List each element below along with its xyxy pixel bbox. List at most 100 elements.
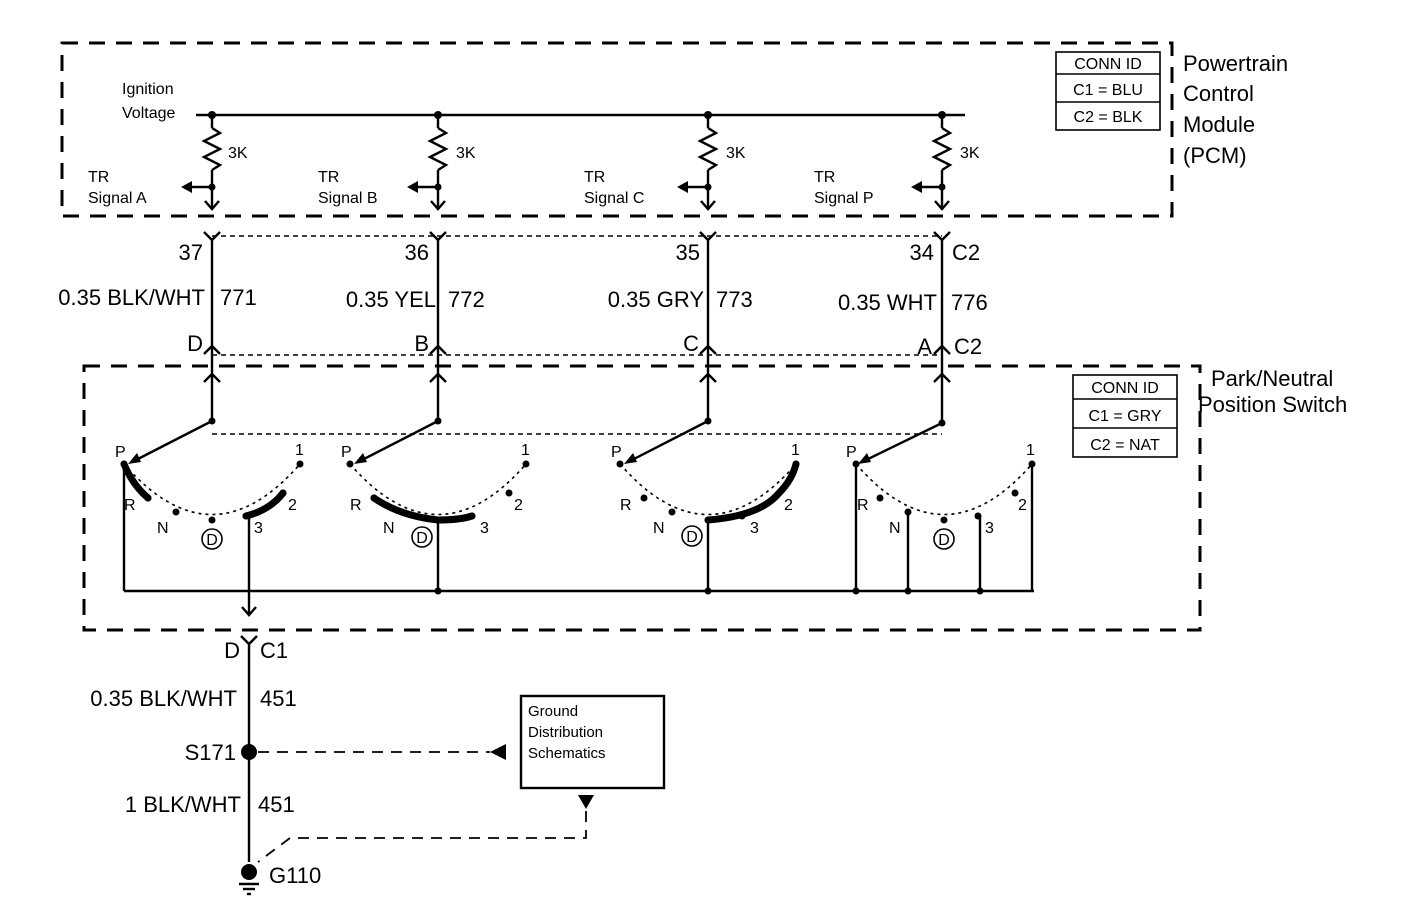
ground-g110-dot — [241, 864, 257, 880]
resistor-label-p: 3K — [960, 145, 980, 162]
resistor-label-b: 3K — [456, 145, 476, 162]
wire-color-772: 0.35 YEL — [346, 287, 436, 312]
pos-p-p: P — [846, 444, 857, 461]
wire-color-773: 0.35 GRY — [608, 287, 705, 312]
pcm-pin-34: 34 — [910, 240, 934, 265]
signal-a-label-line-1: TR — [88, 169, 109, 186]
pos-2-b: 2 — [514, 497, 523, 514]
switch-pin-c: C — [683, 331, 699, 356]
ignition-label-line-2: Voltage — [122, 105, 175, 122]
switch-conn-id-table: CONN ID C1 = GRY C2 = NAT — [1072, 374, 1178, 458]
ground-symbol-icon — [239, 882, 259, 896]
wire-color-776: 0.35 WHT — [838, 290, 937, 315]
signal-c-label-line-1: TR — [584, 169, 605, 186]
circuit-number-776: 776 — [951, 290, 988, 315]
pos-r-c: R — [620, 497, 632, 514]
pos-3-c: 3 — [750, 520, 759, 537]
pos-2-c: 2 — [784, 497, 793, 514]
pcm-pin-36: 36 — [405, 240, 429, 265]
ground-dist-line-1: Ground — [528, 703, 578, 720]
pos-r-b: R — [350, 497, 362, 514]
ground-circuit: D C1 0.35 BLK/WHT 451 S171 1 BLK/WHT 451… — [90, 635, 321, 896]
resistor-label-c: 3K — [726, 145, 746, 162]
circuit-773: 35 0.35 GRY 773 C — [608, 231, 753, 422]
ground-distribution-reference[interactable]: Ground Distribution Schematics — [257, 694, 666, 863]
pos-1-a: 1 — [295, 442, 304, 459]
ground-dist-line-2: Distribution — [528, 724, 603, 741]
pcm-connector-label: C2 — [952, 240, 980, 265]
pcm-conn-id-table: CONN ID C1 = BLU C2 = BLK — [1055, 51, 1161, 131]
switch-conn-id-row-2: C2 = NAT — [1090, 437, 1160, 454]
pos-1-b: 1 — [521, 442, 530, 459]
ground-pin-d: D — [224, 638, 240, 663]
switch-pin-b: B — [414, 331, 429, 356]
pos-3-a: 3 — [254, 520, 263, 537]
signal-b-label-line-1: TR — [318, 169, 339, 186]
splice-s171-label: S171 — [185, 740, 236, 765]
ground-wire-1: 0.35 BLK/WHT — [90, 686, 237, 711]
pcm-boundary — [60, 41, 1174, 218]
pcm-conn-id-row-2: C2 = BLK — [1074, 109, 1143, 126]
switch-title-line-1: Park/Neutral — [1211, 366, 1333, 391]
signal-p-label-line-1: TR — [814, 169, 835, 186]
ignition-label-line-1: Ignition — [122, 81, 174, 98]
pos-2-a: 2 — [288, 497, 297, 514]
pos-3-p: 3 — [985, 520, 994, 537]
circuit-776: 34 C2 0.35 WHT 776 A C2 — [838, 231, 988, 424]
ground-g110-label: G110 — [269, 863, 321, 888]
pos-p-a: P — [115, 444, 126, 461]
pcm-pin-35: 35 — [676, 240, 700, 265]
pcm-branch-p: 3K TR Signal P — [814, 111, 980, 211]
resistor-label-a: 3K — [228, 145, 248, 162]
switch-section-b: P R N D 3 2 1 — [341, 417, 530, 595]
signal-p-label-line-2: Signal P — [814, 190, 874, 207]
pcm-branch-c: 3K TR Signal C — [584, 111, 746, 211]
pcm-title-line-4: (PCM) — [1183, 143, 1247, 168]
ground-dist-line-3: Schematics — [528, 745, 606, 762]
pcm-title-line-2: Control — [1183, 81, 1254, 106]
circuit-number-772: 772 — [448, 287, 485, 312]
switch-conn-id-row-1: C1 = GRY — [1088, 408, 1161, 425]
pcm-conn-id-header: CONN ID — [1074, 56, 1142, 73]
ground-wire-2: 1 BLK/WHT — [125, 792, 241, 817]
signal-b-label-line-2: Signal B — [318, 190, 378, 207]
pcm-conn-id-row-1: C1 = BLU — [1073, 82, 1143, 99]
pos-p-c: P — [611, 444, 622, 461]
pos-n-a: N — [157, 520, 169, 537]
switch-boundary — [82, 364, 1202, 632]
switch-title-line-2: Position Switch — [1198, 392, 1347, 417]
switch-section-a: P R N D 3 2 1 — [115, 417, 304, 617]
pos-d-c: D — [686, 529, 698, 546]
pos-d-b: D — [416, 530, 428, 547]
circuit-772: 36 0.35 YEL 772 B — [346, 231, 485, 422]
switch-connector-label: C2 — [954, 334, 982, 359]
pos-n-p: N — [889, 520, 901, 537]
pos-1-p: 1 — [1026, 442, 1035, 459]
signal-a-label-line-2: Signal A — [88, 190, 147, 207]
pcm-branch-b: 3K TR Signal B — [318, 111, 476, 211]
pos-p-b: P — [341, 444, 352, 461]
pos-r-p: R — [857, 497, 869, 514]
pcm-title-line-3: Module — [1183, 112, 1255, 137]
pos-1-c: 1 — [791, 442, 800, 459]
switch-pin-a: A — [917, 334, 932, 359]
pcm-title-line-1: Powertrain — [1183, 51, 1288, 76]
circuit-771: 37 0.35 BLK/WHT 771 D — [58, 231, 257, 420]
circuit-number-773: 773 — [716, 287, 753, 312]
switch-conn-id-header: CONN ID — [1091, 380, 1159, 397]
signal-c-label-line-2: Signal C — [584, 190, 644, 207]
pcm-pin-37: 37 — [179, 240, 203, 265]
pos-n-b: N — [383, 520, 395, 537]
wire-color-771: 0.35 BLK/WHT — [58, 285, 205, 310]
switch-section-p: P R N D 3 2 1 — [846, 419, 1036, 595]
ground-circuit-1: 451 — [260, 686, 297, 711]
pos-d-a: D — [206, 532, 218, 549]
pcm-branch-a: 3K TR Signal A — [88, 111, 248, 211]
pos-d-p: D — [938, 532, 950, 549]
ground-circuit-2: 451 — [258, 792, 295, 817]
splice-s171-dot — [241, 744, 257, 760]
pos-r-a: R — [124, 497, 136, 514]
pos-3-b: 3 — [480, 520, 489, 537]
switch-section-c: P R N D 3 2 1 — [611, 417, 800, 595]
